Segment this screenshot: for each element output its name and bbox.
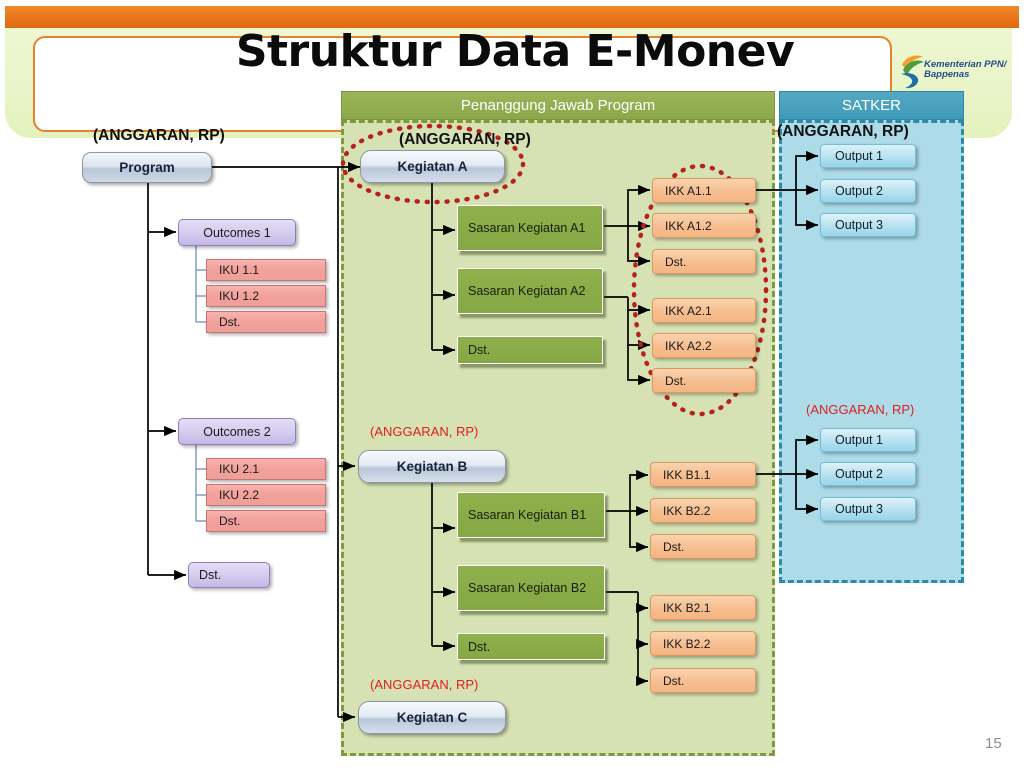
sasaran-a2-box[interactable]: Sasaran Kegiatan A2 — [457, 268, 603, 314]
iku-1-dst-box[interactable]: Dst. — [206, 311, 326, 333]
output-bottom-2-box[interactable]: Output 2 — [820, 462, 916, 486]
iku-1-dst-label: Dst. — [219, 315, 241, 329]
ikk-b1-dst-box[interactable]: Dst. — [650, 534, 756, 559]
kegiatan-b-anggaran-label: (ANGGARAN, RP) — [370, 424, 479, 439]
kegiatan-a-box[interactable]: Kegiatan A — [360, 150, 505, 183]
ikk-a1-dst-box[interactable]: Dst. — [652, 249, 756, 274]
sasaran-b1-label: Sasaran Kegiatan B1 — [468, 508, 587, 522]
program-box-label: Program — [119, 160, 175, 175]
ikk-a2-dst-box[interactable]: Dst. — [652, 368, 756, 393]
iku-1-2-label: IKU 1.2 — [219, 289, 260, 303]
satker-anggaran-bottom-label: (ANGGARAN, RP) — [806, 402, 915, 417]
output-top-3-label: Output 3 — [835, 218, 883, 232]
left-dst-box[interactable]: Dst. — [188, 562, 270, 588]
iku-2-1-label: IKU 2.1 — [219, 462, 260, 476]
ikk-b1-1-label: IKK B1.1 — [663, 467, 711, 482]
output-top-2-label: Output 2 — [835, 184, 883, 198]
sasaran-b-dst-label: Dst. — [468, 639, 491, 654]
page-number: 15 — [985, 735, 1002, 752]
ikk-b2-1-label: IKK B2.1 — [663, 600, 711, 615]
iku-2-dst-label: Dst. — [219, 514, 241, 528]
ikk-b2-2-box[interactable]: IKK B2.2 — [650, 631, 756, 656]
ikk-b1-2-box[interactable]: IKK B2.2 — [650, 498, 756, 523]
ikk-b2-dst-label: Dst. — [663, 673, 685, 688]
kegiatan-c-label: Kegiatan C — [396, 710, 468, 725]
page-title: Struktur Data E-Monev — [235, 26, 795, 77]
ikk-b2-dst-box[interactable]: Dst. — [650, 668, 756, 693]
left-anggaran-label: (ANGGARAN, RP) — [93, 127, 225, 144]
iku-1-1-box[interactable]: IKU 1.1 — [206, 259, 326, 281]
output-top-1-box[interactable]: Output 1 — [820, 144, 916, 168]
output-bottom-1-box[interactable]: Output 1 — [820, 428, 916, 452]
output-bottom-1-label: Output 1 — [835, 433, 883, 447]
iku-1-1-label: IKU 1.1 — [219, 263, 260, 277]
kegiatan-a-anggaran-label: (ANGGARAN, RP) — [399, 131, 531, 148]
satker-panel-header: SATKER — [779, 91, 964, 120]
ikk-a1-2-label: IKK A1.2 — [665, 218, 712, 233]
iku-2-1-box[interactable]: IKU 2.1 — [206, 458, 326, 480]
output-top-3-box[interactable]: Output 3 — [820, 213, 916, 237]
sasaran-b2-label: Sasaran Kegiatan B2 — [468, 581, 587, 595]
ikk-a2-1-label: IKK A2.1 — [665, 303, 712, 318]
ikk-b1-dst-label: Dst. — [663, 539, 685, 554]
kegiatan-b-box[interactable]: Kegiatan B — [358, 450, 506, 483]
outcome-1-box[interactable]: Outcomes 1 — [178, 219, 296, 246]
logo-caption: Kementerian PPN/ Bappenas — [924, 59, 1007, 80]
sasaran-b2-box[interactable]: Sasaran Kegiatan B2 — [457, 565, 605, 611]
outcome-2-label: Outcomes 2 — [203, 424, 271, 439]
ikk-a2-dst-label: Dst. — [665, 373, 687, 388]
sasaran-b1-box[interactable]: Sasaran Kegiatan B1 — [457, 492, 605, 538]
kegiatan-b-label: Kegiatan B — [396, 459, 468, 474]
ikk-a2-2-label: IKK A2.2 — [665, 338, 712, 353]
ikk-b2-1-box[interactable]: IKK B2.1 — [650, 595, 756, 620]
sasaran-a1-label: Sasaran Kegiatan A1 — [468, 221, 586, 235]
ikk-a1-2-box[interactable]: IKK A1.2 — [652, 213, 756, 238]
iku-2-2-box[interactable]: IKU 2.2 — [206, 484, 326, 506]
outcome-2-box[interactable]: Outcomes 2 — [178, 418, 296, 445]
sasaran-a-dst-label: Dst. — [468, 343, 491, 357]
iku-2-dst-box[interactable]: Dst. — [206, 510, 326, 532]
iku-1-2-box[interactable]: IKU 1.2 — [206, 285, 326, 307]
bappenas-logo: Kementerian PPN/ Bappenas — [898, 52, 1018, 96]
satker-anggaran-top-label: (ANGGARAN, RP) — [777, 123, 909, 140]
sasaran-a-dst-box[interactable]: Dst. — [457, 336, 603, 364]
kegiatan-c-box[interactable]: Kegiatan C — [358, 701, 506, 734]
ikk-a2-1-box[interactable]: IKK A2.1 — [652, 298, 756, 323]
output-bottom-3-box[interactable]: Output 3 — [820, 497, 916, 521]
output-bottom-2-label: Output 2 — [835, 467, 883, 481]
program-panel-header: Penanggung Jawab Program — [341, 91, 775, 120]
ikk-a1-1-box[interactable]: IKK A1.1 — [652, 178, 756, 203]
top-orange-bar — [5, 6, 1019, 28]
ikk-b1-1-box[interactable]: IKK B1.1 — [650, 462, 756, 487]
ikk-a1-dst-label: Dst. — [665, 254, 687, 269]
output-top-1-label: Output 1 — [835, 149, 883, 163]
output-bottom-3-label: Output 3 — [835, 502, 883, 516]
output-top-2-box[interactable]: Output 2 — [820, 179, 916, 203]
ikk-a2-2-box[interactable]: IKK A2.2 — [652, 333, 756, 358]
iku-2-2-label: IKU 2.2 — [219, 488, 260, 502]
kegiatan-a-label: Kegiatan A — [397, 159, 468, 174]
program-box[interactable]: Program — [82, 152, 212, 183]
kegiatan-c-anggaran-label: (ANGGARAN, RP) — [370, 677, 479, 692]
sasaran-a1-box[interactable]: Sasaran Kegiatan A1 — [457, 205, 603, 251]
ikk-b1-2-label: IKK B2.2 — [663, 503, 711, 518]
sasaran-b-dst-box[interactable]: Dst. — [457, 633, 605, 660]
ikk-b2-2-label: IKK B2.2 — [663, 636, 711, 651]
left-dst-label: Dst. — [199, 568, 222, 582]
outcome-1-label: Outcomes 1 — [203, 225, 271, 240]
sasaran-a2-label: Sasaran Kegiatan A2 — [468, 284, 586, 298]
ikk-a1-1-label: IKK A1.1 — [665, 183, 712, 198]
